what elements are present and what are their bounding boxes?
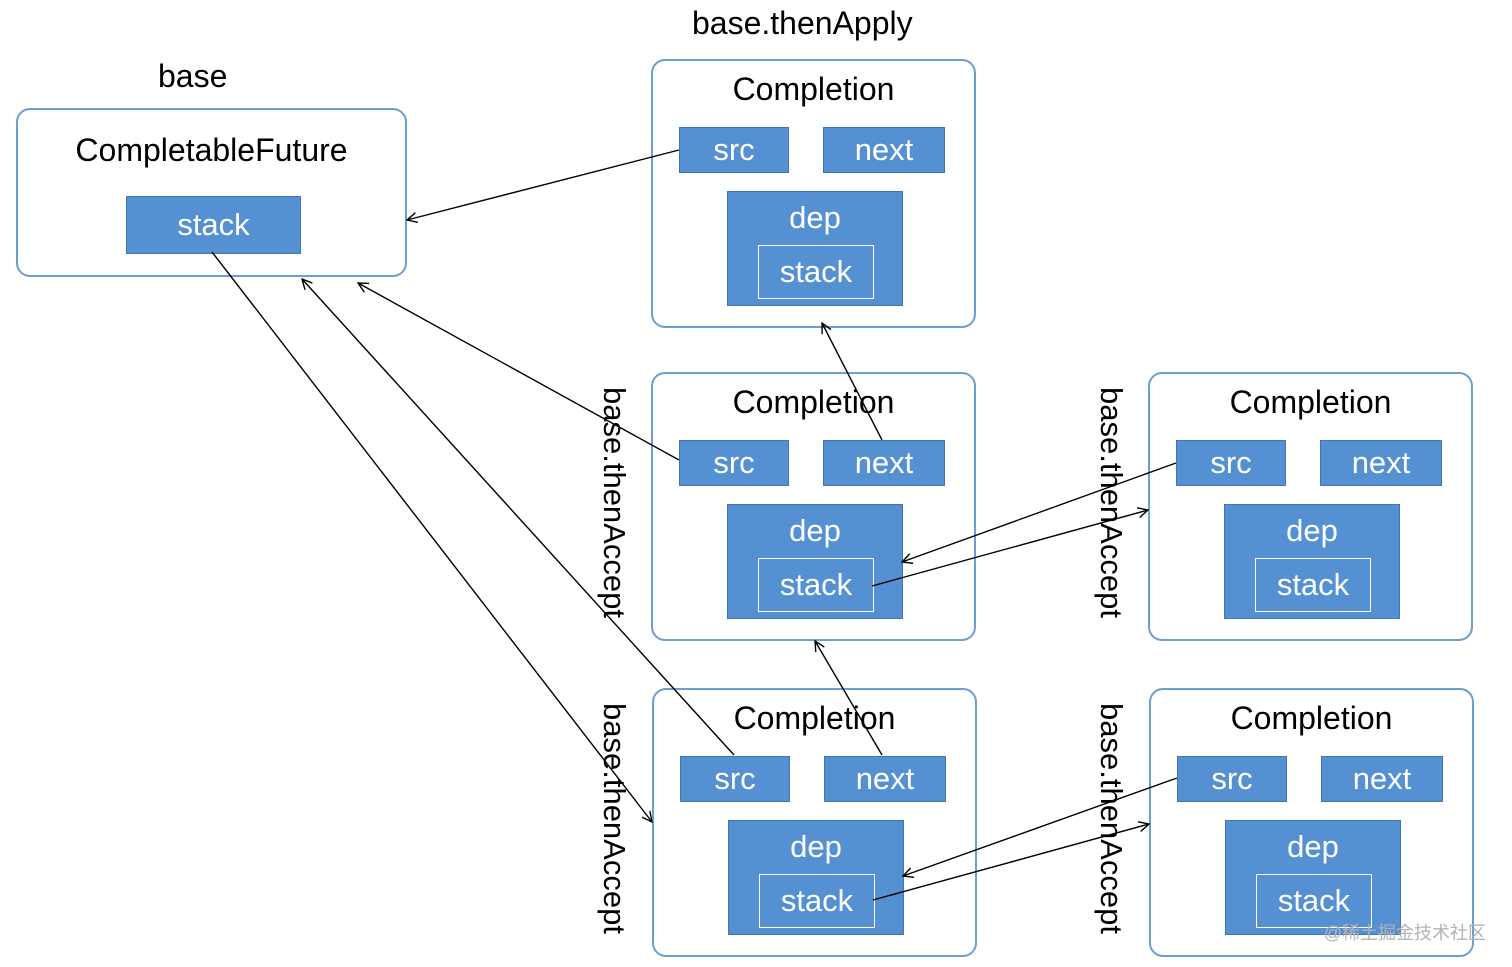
label-then-accept-1: base.thenAccept — [597, 387, 632, 618]
dep-box: dep stack — [727, 504, 903, 619]
dep-label: dep — [789, 200, 841, 235]
label-then-accept-3: base.thenAccept — [1094, 387, 1129, 618]
dep-box: dep stack — [1224, 504, 1400, 619]
next-field: next — [1320, 440, 1442, 486]
label-then-accept-2: base.thenAccept — [597, 703, 632, 934]
dep-box: dep stack — [1225, 820, 1401, 935]
dep-label: dep — [790, 829, 842, 864]
completion-box-accept-1-dep: Completion src next dep stack — [1148, 372, 1473, 641]
src-field: src — [1176, 440, 1286, 486]
completable-future-box: CompletableFuture stack — [16, 108, 407, 277]
completable-future-title: CompletableFuture — [75, 132, 348, 168]
next-field: next — [823, 440, 945, 486]
dep-label: dep — [1286, 513, 1338, 548]
arrow-apply-src-to-future — [407, 149, 680, 220]
completion-box-apply: Completion src next dep stack — [651, 59, 976, 328]
dep-stack-field: stack — [1256, 874, 1372, 928]
next-field: next — [824, 756, 946, 802]
next-field: next — [1321, 756, 1443, 802]
src-field: src — [680, 756, 790, 802]
completion-box-accept-2: Completion src next dep stack — [652, 688, 977, 957]
completion-box-accept-1: Completion src next dep stack — [651, 372, 976, 641]
src-field: src — [679, 440, 789, 486]
completion-title: Completion — [732, 71, 895, 107]
src-field: src — [679, 127, 789, 173]
src-field: src — [1177, 756, 1287, 802]
label-then-accept-4: base.thenAccept — [1094, 703, 1129, 934]
completion-title: Completion — [733, 700, 896, 736]
completion-title: Completion — [732, 384, 895, 420]
dep-stack-field: stack — [758, 558, 874, 612]
completion-title: Completion — [1229, 384, 1392, 420]
dep-label: dep — [1287, 829, 1339, 864]
dep-box: dep stack — [728, 820, 904, 935]
future-stack-field: stack — [126, 196, 301, 254]
dep-label: dep — [789, 513, 841, 548]
dep-stack-field: stack — [1255, 558, 1371, 612]
dep-stack-field: stack — [759, 874, 875, 928]
dep-box: dep stack — [727, 191, 903, 306]
completion-box-accept-2-dep: Completion src next dep stack — [1149, 688, 1474, 957]
label-base: base — [158, 58, 228, 94]
dep-stack-field: stack — [758, 245, 874, 299]
label-then-apply: base.thenApply — [692, 5, 913, 41]
next-field: next — [823, 127, 945, 173]
completion-title: Completion — [1230, 700, 1393, 736]
watermark-text: @稀土掘金技术社区 — [1323, 923, 1486, 943]
arrow-future-stack-to-accept2 — [211, 251, 652, 822]
